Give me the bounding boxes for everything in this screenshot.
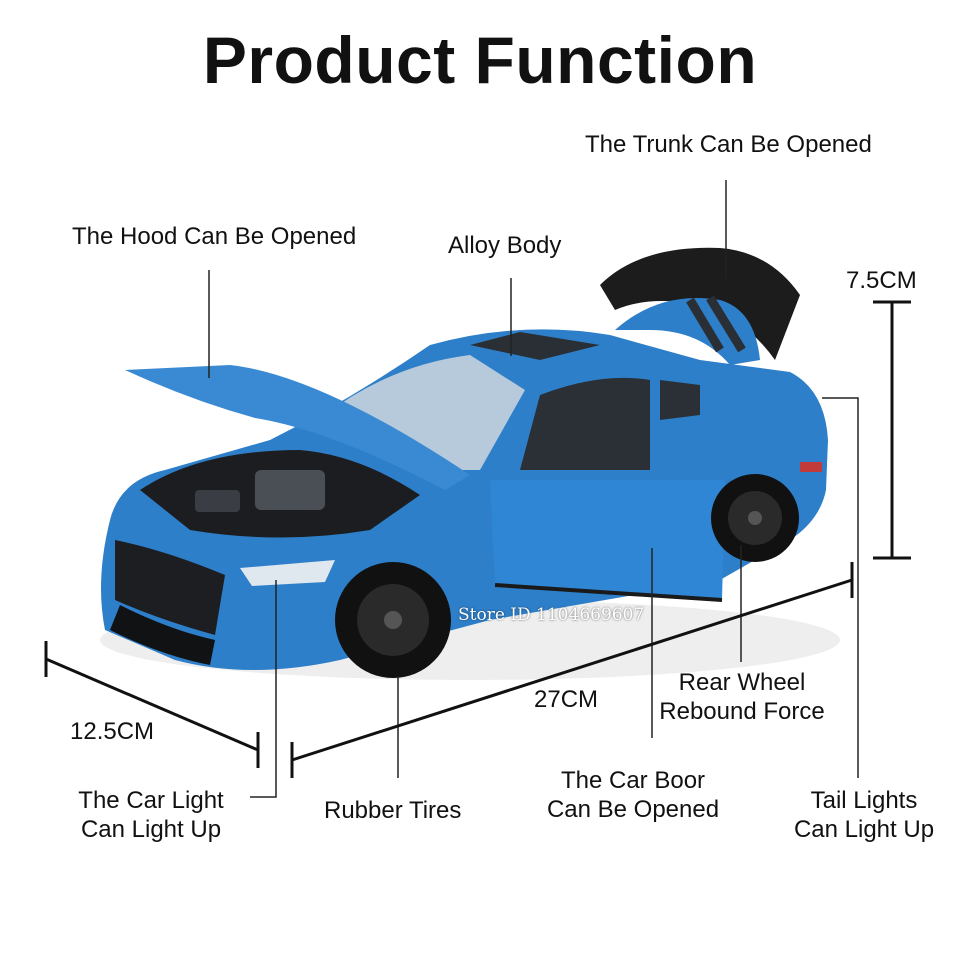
callout-hood: The Hood Can Be Opened [72, 223, 357, 250]
rear-window [660, 380, 700, 420]
front-wheel [335, 562, 451, 678]
dimension-height: 7.5CM [846, 267, 917, 294]
callout-car-light: The Car Light Can Light Up [56, 786, 246, 844]
callout-tail-lights-line2: Can Light Up [793, 816, 935, 843]
racing-stripe [470, 332, 600, 360]
tail-light [800, 462, 822, 472]
open-door [490, 480, 725, 600]
leader-lines [208, 180, 859, 798]
headlight [240, 560, 335, 586]
callout-rear-wheel-line1: Rear Wheel [678, 669, 806, 696]
callout-rear-wheel-line2: Rebound Force [659, 698, 825, 725]
callout-tail-lights-line1: Tail Lights [810, 787, 918, 814]
dimension-length: 27CM [534, 686, 599, 713]
side-window [520, 377, 650, 470]
callout-door: The Car Boor Can Be Opened [540, 766, 726, 824]
callout-tail-lights: Tail Lights Can Light Up [788, 786, 940, 844]
store-watermark: Store ID 1104669607 [458, 605, 645, 625]
rear-wheel [711, 474, 799, 562]
open-hood [125, 365, 470, 490]
front-grille [115, 540, 225, 635]
callout-rear-wheel: Rear Wheel Rebound Force [652, 668, 832, 726]
callout-car-light-line1: The Car Light [78, 787, 224, 814]
callout-door-line1: The Car Boor [560, 767, 706, 794]
callout-door-line2: Can Be Opened [546, 796, 720, 823]
callout-body: Alloy Body [448, 232, 562, 259]
callout-car-light-line2: Can Light Up [80, 816, 222, 843]
dimension-markers [44, 300, 911, 778]
callout-trunk: The Trunk Can Be Opened [585, 131, 872, 158]
spoiler [600, 247, 800, 365]
dimension-width: 12.5CM [70, 718, 155, 745]
callout-tires: Rubber Tires [324, 797, 462, 824]
page-title: Product Function [202, 23, 758, 97]
